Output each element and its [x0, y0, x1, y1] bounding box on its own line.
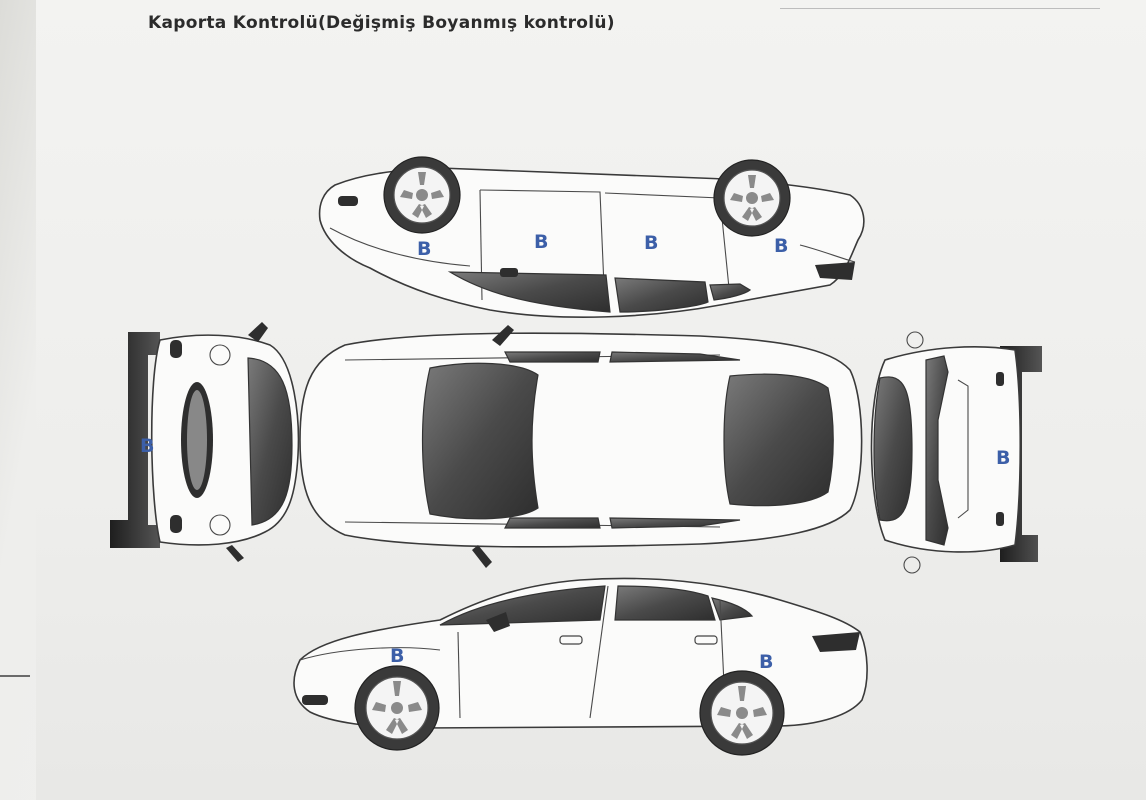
mark-upper-rear-door: B [644, 232, 658, 254]
mark-upper-front-fender: B [417, 238, 431, 260]
car-side-view-lower: B B [293, 577, 868, 756]
mark-rear-bumper: B [996, 447, 1010, 469]
mark-upper-front-door: B [534, 231, 548, 253]
car-rear-view: B [870, 331, 1042, 574]
left-margin-mark [0, 675, 30, 677]
wheel-front-lower [354, 665, 440, 751]
wheel-rear-lower [699, 670, 785, 756]
mark-lower-rear-fender: B [759, 651, 773, 673]
mark-lower-front-fender: B [390, 645, 404, 667]
top-rule-line [780, 8, 1100, 9]
car-top-view [299, 325, 863, 568]
mark-front-bumper: B [140, 435, 154, 457]
mark-upper-rear-fender: B [774, 235, 788, 257]
car-front-view: B [110, 322, 300, 562]
car-side-view-upper: B B B B [318, 156, 865, 318]
page-title: Kaporta Kontrolü(Değişmiş Boyanmış kontr… [148, 13, 615, 33]
wheel-rear-upper [713, 159, 791, 237]
wheel-front-upper [383, 156, 461, 234]
